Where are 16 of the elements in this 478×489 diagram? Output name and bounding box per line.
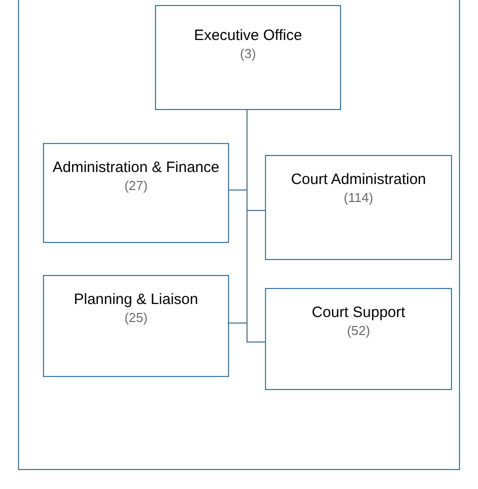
staff-count: (114) [344,189,374,207]
org-unit-box [43,143,229,243]
unit-name: Court Administration [290,170,426,189]
unit-name: Executive Office [194,26,302,45]
staff-count: (3) [240,45,256,63]
unit-name: Planning & Liaison [74,290,198,309]
staff-count: (52) [346,322,370,340]
connector-line [246,110,266,342]
org-unit-box [265,155,452,260]
org-unit-box [43,275,229,377]
staff-count: (27) [124,177,148,195]
unit-name: Administration & Finance [52,158,220,177]
org-unit-box [265,288,452,390]
staff-count: (25) [124,309,148,327]
org-unit-box [155,5,341,110]
unit-name: Court Support [312,303,406,322]
